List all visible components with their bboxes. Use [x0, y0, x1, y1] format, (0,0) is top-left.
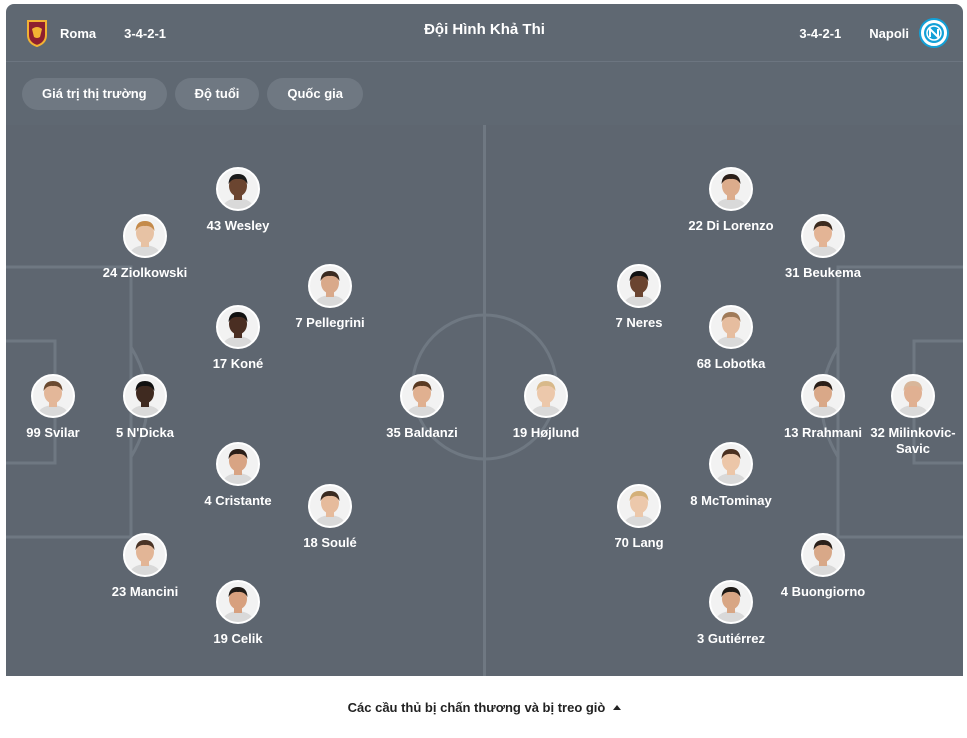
player-photo	[216, 442, 260, 486]
player-label: 4 Cristante	[204, 493, 272, 508]
player-photo	[617, 264, 661, 308]
player-photo	[891, 374, 935, 418]
player-away[interactable]: 3 Gutiérrez	[651, 580, 811, 647]
page-title: Đội Hình Khả Thi	[424, 21, 545, 38]
player-away[interactable]: 8 McTominay	[651, 442, 811, 509]
player-label: 32 Milinkovic-Savic	[870, 425, 956, 456]
player-photo	[801, 214, 845, 258]
home-formation: 3-4-2-1	[124, 25, 167, 41]
player-label: 31 Beukema	[785, 265, 861, 280]
player-label: 7 Pellegrini	[295, 315, 365, 330]
player-label: 19 Celik	[213, 631, 263, 646]
player-away[interactable]: 32 Milinkovic-Savic	[858, 374, 963, 457]
player-photo	[524, 374, 568, 418]
player-home[interactable]: 5 N'Dicka	[65, 374, 225, 441]
player-home[interactable]: 4 Cristante	[158, 442, 318, 509]
player-away[interactable]: 70 Lang	[559, 484, 719, 551]
home-team-name: Roma	[60, 25, 97, 41]
player-label: 23 Mancini	[111, 584, 179, 599]
player-label: 8 McTominay	[690, 493, 772, 508]
filter-nationality[interactable]: Quốc gia	[267, 77, 363, 110]
player-home[interactable]: 18 Soulé	[250, 484, 410, 551]
injuries-suspensions-toggle[interactable]: Các cầu thủ bị chấn thương và bị treo gi…	[6, 676, 963, 738]
injuries-suspensions-label: Các cầu thủ bị chấn thương và bị treo gi…	[347, 699, 606, 715]
roma-crest-icon	[24, 18, 50, 48]
player-label: 13 Rrahmani	[783, 425, 863, 440]
player-home[interactable]: 7 Pellegrini	[250, 264, 410, 331]
player-home[interactable]: 17 Koné	[158, 305, 318, 372]
player-photo	[709, 305, 753, 349]
lineup-card: Roma 3-4-2-1 Đội Hình Khả Thi 3-4-2-1 Na…	[6, 4, 963, 738]
player-photo	[123, 214, 167, 258]
player-label: 43 Wesley	[206, 218, 270, 233]
player-photo	[709, 442, 753, 486]
player-home[interactable]: 23 Mancini	[65, 533, 225, 600]
player-photo	[308, 484, 352, 528]
player-label: 17 Koné	[212, 356, 264, 371]
player-photo	[216, 580, 260, 624]
napoli-crest-icon	[919, 18, 949, 48]
player-label: 24 Ziolkowski	[102, 265, 188, 280]
player-photo	[308, 264, 352, 308]
player-home[interactable]: 43 Wesley	[158, 167, 318, 234]
player-label: 35 Baldanzi	[386, 425, 458, 440]
player-label: 4 Buongiorno	[780, 584, 866, 599]
player-photo	[801, 374, 845, 418]
filter-age[interactable]: Độ tuổi	[174, 77, 260, 110]
caret-up-icon	[613, 704, 622, 710]
player-home[interactable]: 24 Ziolkowski	[65, 214, 225, 281]
player-photo	[617, 484, 661, 528]
player-photo	[31, 374, 75, 418]
player-label: 22 Di Lorenzo	[688, 218, 774, 233]
lineup-header: Roma 3-4-2-1 Đội Hình Khả Thi 3-4-2-1 Na…	[6, 4, 963, 62]
player-away[interactable]: 4 Buongiorno	[743, 533, 903, 600]
player-photo	[400, 374, 444, 418]
player-photo	[216, 305, 260, 349]
home-team[interactable]: Roma 3-4-2-1	[24, 4, 184, 62]
away-team-name: Napoli	[869, 25, 909, 41]
player-label: 99 Svilar	[26, 425, 80, 440]
player-away[interactable]: 13 Rrahmani	[743, 374, 903, 441]
player-label: 18 Soulé	[303, 535, 357, 550]
player-photo	[709, 580, 753, 624]
player-away[interactable]: 22 Di Lorenzo	[651, 167, 811, 234]
away-team[interactable]: 3-4-2-1 Napoli	[781, 4, 949, 62]
player-label: 5 N'Dicka	[115, 425, 174, 440]
player-photo	[216, 167, 260, 211]
player-away[interactable]: 68 Lobotka	[651, 305, 811, 372]
player-label: 3 Gutiérrez	[697, 631, 765, 646]
player-away[interactable]: 7 Neres	[559, 264, 719, 331]
player-label: 68 Lobotka	[696, 356, 766, 371]
player-photo	[123, 374, 167, 418]
player-home[interactable]: 99 Svilar	[6, 374, 133, 441]
filter-bar: Giá trị thị trường Độ tuổi Quốc gia	[6, 62, 963, 125]
filter-market-value[interactable]: Giá trị thị trường	[22, 77, 167, 110]
player-photo	[801, 533, 845, 577]
player-label: 19 Højlund	[512, 425, 580, 440]
pitch: 43 Wesley 24 Ziolkowski 7 Pellegrini 17 …	[6, 125, 963, 676]
player-away[interactable]: 19 Højlund	[466, 374, 626, 441]
player-home[interactable]: 19 Celik	[158, 580, 318, 647]
player-away[interactable]: 31 Beukema	[743, 214, 903, 281]
player-photo	[709, 167, 753, 211]
player-home[interactable]: 35 Baldanzi	[342, 374, 502, 441]
away-formation: 3-4-2-1	[799, 25, 842, 41]
player-label: 70 Lang	[614, 535, 664, 550]
player-photo	[123, 533, 167, 577]
player-label: 7 Neres	[615, 315, 663, 330]
